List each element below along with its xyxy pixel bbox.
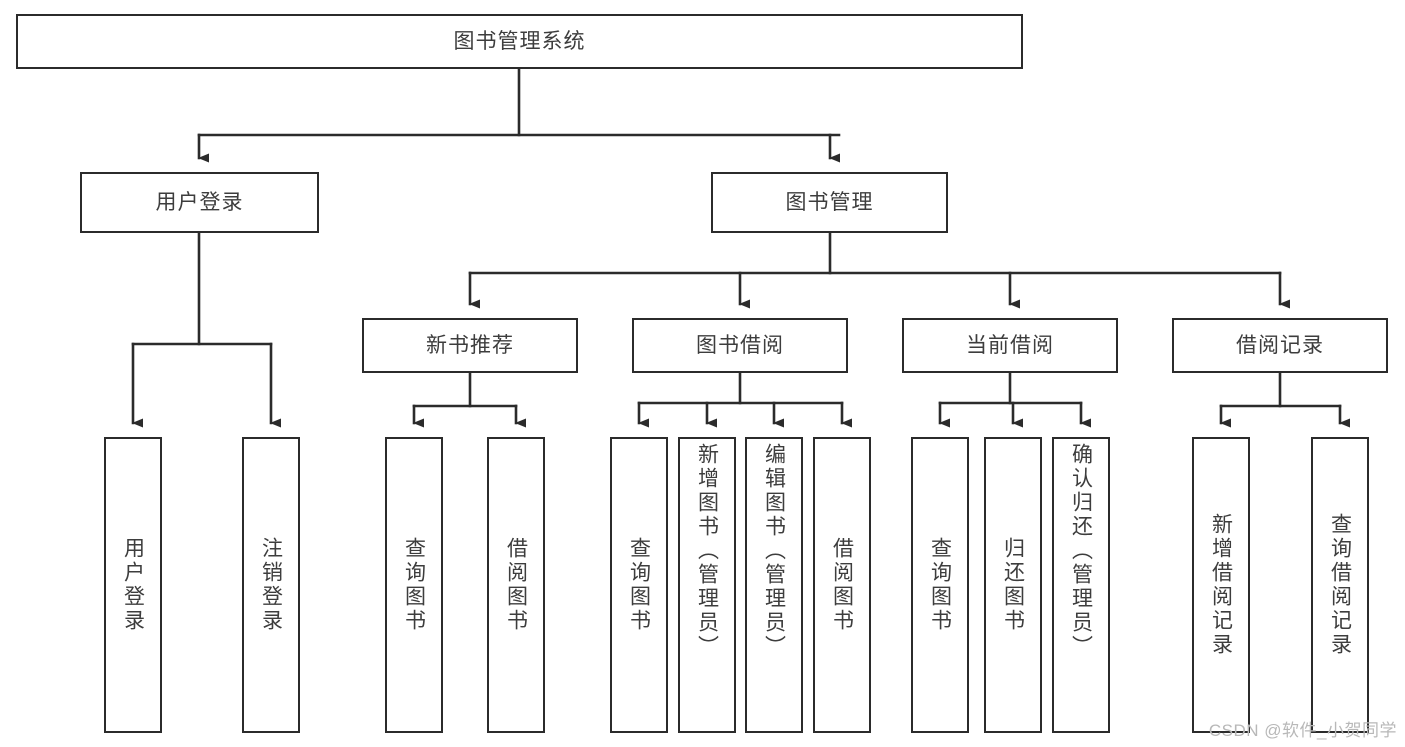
node-leaf-edit-book-admin-label: 编辑图书（管理员） (762, 443, 786, 659)
watermark-text: CSDN @软件_小贺同学 (1208, 721, 1397, 740)
node-leaf-add-book-admin[interactable]: 新增图书（管理员） (678, 437, 736, 733)
node-user-login[interactable]: 用户登录 (80, 172, 319, 233)
node-leaf-borrow-book-2-label: 借阅图书 (830, 537, 854, 633)
node-leaf-query-book-3-label: 查询图书 (928, 537, 952, 633)
node-leaf-query-book-2-label: 查询图书 (627, 537, 651, 633)
node-leaf-logout[interactable]: 注销登录 (242, 437, 300, 733)
node-leaf-edit-book-admin[interactable]: 编辑图书（管理员） (745, 437, 803, 733)
node-leaf-logout-label: 注销登录 (259, 537, 283, 633)
node-leaf-return-book[interactable]: 归还图书 (984, 437, 1042, 733)
node-root[interactable]: 图书管理系统 (16, 14, 1023, 69)
node-book-borrow[interactable]: 图书借阅 (632, 318, 848, 373)
node-leaf-borrow-book-1-label: 借阅图书 (504, 537, 528, 633)
node-user-login-label: 用户登录 (155, 190, 244, 214)
node-borrow-record[interactable]: 借阅记录 (1172, 318, 1388, 373)
node-leaf-query-borrow-record-label: 查询借阅记录 (1328, 513, 1352, 657)
node-leaf-query-book-1[interactable]: 查询图书 (385, 437, 443, 733)
node-leaf-user-login[interactable]: 用户登录 (104, 437, 162, 733)
node-leaf-add-borrow-record[interactable]: 新增借阅记录 (1192, 437, 1250, 733)
node-leaf-confirm-return-admin-label: 确认归还（管理员） (1069, 443, 1093, 659)
node-new-book-recommend[interactable]: 新书推荐 (362, 318, 578, 373)
node-book-borrow-label: 图书借阅 (696, 333, 784, 357)
node-leaf-query-book-1-label: 查询图书 (402, 537, 426, 633)
node-new-book-recommend-label: 新书推荐 (426, 333, 514, 357)
node-root-label: 图书管理系统 (453, 29, 586, 53)
node-leaf-add-borrow-record-label: 新增借阅记录 (1209, 513, 1233, 657)
node-leaf-borrow-book-1[interactable]: 借阅图书 (487, 437, 545, 733)
node-leaf-add-book-admin-label: 新增图书（管理员） (695, 443, 719, 659)
node-borrow-record-label: 借阅记录 (1236, 333, 1324, 357)
node-book-management-label: 图书管理 (785, 190, 874, 214)
node-leaf-query-book-2[interactable]: 查询图书 (610, 437, 668, 733)
node-book-management[interactable]: 图书管理 (711, 172, 948, 233)
node-leaf-confirm-return-admin[interactable]: 确认归还（管理员） (1052, 437, 1110, 733)
node-leaf-borrow-book-2[interactable]: 借阅图书 (813, 437, 871, 733)
node-current-borrow[interactable]: 当前借阅 (902, 318, 1118, 373)
node-current-borrow-label: 当前借阅 (966, 333, 1054, 357)
node-leaf-user-login-label: 用户登录 (121, 537, 145, 633)
node-leaf-query-borrow-record[interactable]: 查询借阅记录 (1311, 437, 1369, 733)
node-leaf-return-book-label: 归还图书 (1001, 537, 1025, 633)
node-leaf-query-book-3[interactable]: 查询图书 (911, 437, 969, 733)
